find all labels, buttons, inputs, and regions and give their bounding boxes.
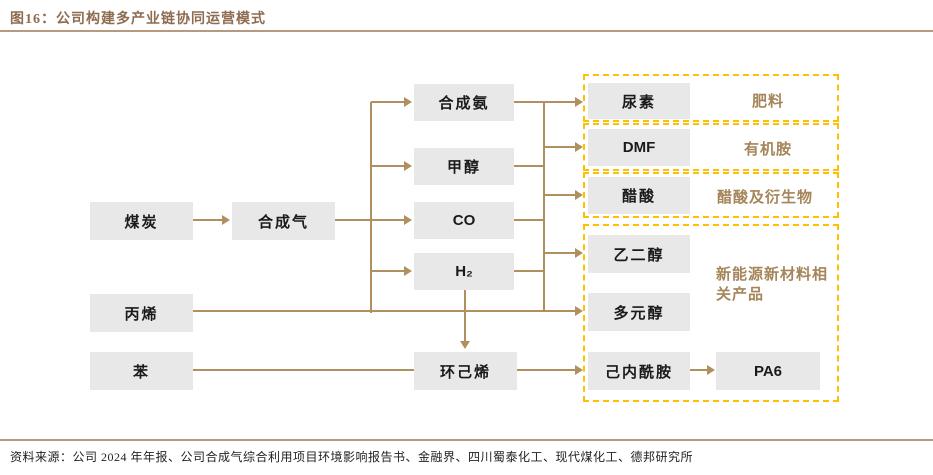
node-benzene: 苯 [90, 352, 193, 390]
arrow-right-icon [707, 365, 715, 375]
node-polyols: 多元醇 [588, 293, 690, 331]
footer-divider [0, 439, 933, 441]
connector-line [514, 165, 545, 167]
arrow-right-icon [404, 266, 412, 276]
node-ammonia: 合成氨 [414, 84, 514, 121]
node-pa6: PA6 [716, 352, 820, 390]
connector-line [543, 252, 575, 254]
node-h2: H₂ [414, 253, 514, 290]
arrow-right-icon [404, 215, 412, 225]
group-new-energy-materials [583, 224, 839, 402]
node-ethylene-glycol: 乙二醇 [588, 235, 690, 273]
group-acetic-derivatives [583, 172, 839, 218]
arrow-right-icon [222, 215, 230, 225]
arrow-right-icon [404, 161, 412, 171]
label-organic-amines: 有机胺 [743, 142, 792, 158]
node-dmf: DMF [588, 129, 690, 166]
label-fertilizer: 肥料 [751, 94, 784, 110]
arrow-right-icon [575, 248, 583, 258]
connector-line [371, 165, 404, 167]
node-caprolactam: 己内酰胺 [588, 352, 690, 390]
source-note: 资料来源：公司 2024 年年报、公司合成气综合利用项目环境影响报告书、金融界、… [10, 450, 694, 464]
connector-line [464, 290, 466, 341]
arrow-right-icon [575, 365, 583, 375]
figure-title: 图16：公司构建多产业链协同运营模式 [10, 12, 266, 27]
connector-line [371, 270, 404, 272]
connector-line [543, 146, 575, 148]
connector-line [517, 369, 575, 371]
connector-line [514, 219, 545, 221]
connector-bus-line [370, 102, 372, 313]
arrow-right-icon [575, 142, 583, 152]
connector-line [543, 194, 575, 196]
connector-line [335, 219, 404, 221]
node-methanol: 甲醇 [414, 148, 514, 185]
connector-line [193, 369, 415, 371]
connector-line [371, 101, 404, 103]
label-new-energy-materials: 新能源新材料相关产品 [716, 267, 829, 303]
node-co: CO [414, 202, 514, 239]
label-acetic-derivatives: 醋酸及衍生物 [716, 190, 813, 206]
connector-line [193, 219, 223, 221]
arrow-right-icon [575, 190, 583, 200]
node-urea: 尿素 [588, 83, 690, 119]
connector-bus-line [543, 101, 545, 312]
node-acetic-acid: 醋酸 [588, 177, 690, 214]
arrow-right-icon [404, 97, 412, 107]
arrow-right-icon [575, 97, 583, 107]
header-divider [0, 30, 933, 32]
connector-line [193, 310, 575, 312]
node-cyclohexene: 环己烯 [414, 352, 517, 390]
group-organic-amines [583, 123, 839, 171]
node-propylene: 丙烯 [90, 294, 193, 332]
arrow-right-icon [575, 306, 583, 316]
group-fertilizer [583, 74, 839, 122]
node-coal: 煤炭 [90, 202, 193, 240]
connector-line [690, 369, 707, 371]
arrow-down-icon [460, 341, 470, 349]
node-syngas: 合成气 [232, 202, 335, 240]
connector-line [514, 270, 545, 272]
